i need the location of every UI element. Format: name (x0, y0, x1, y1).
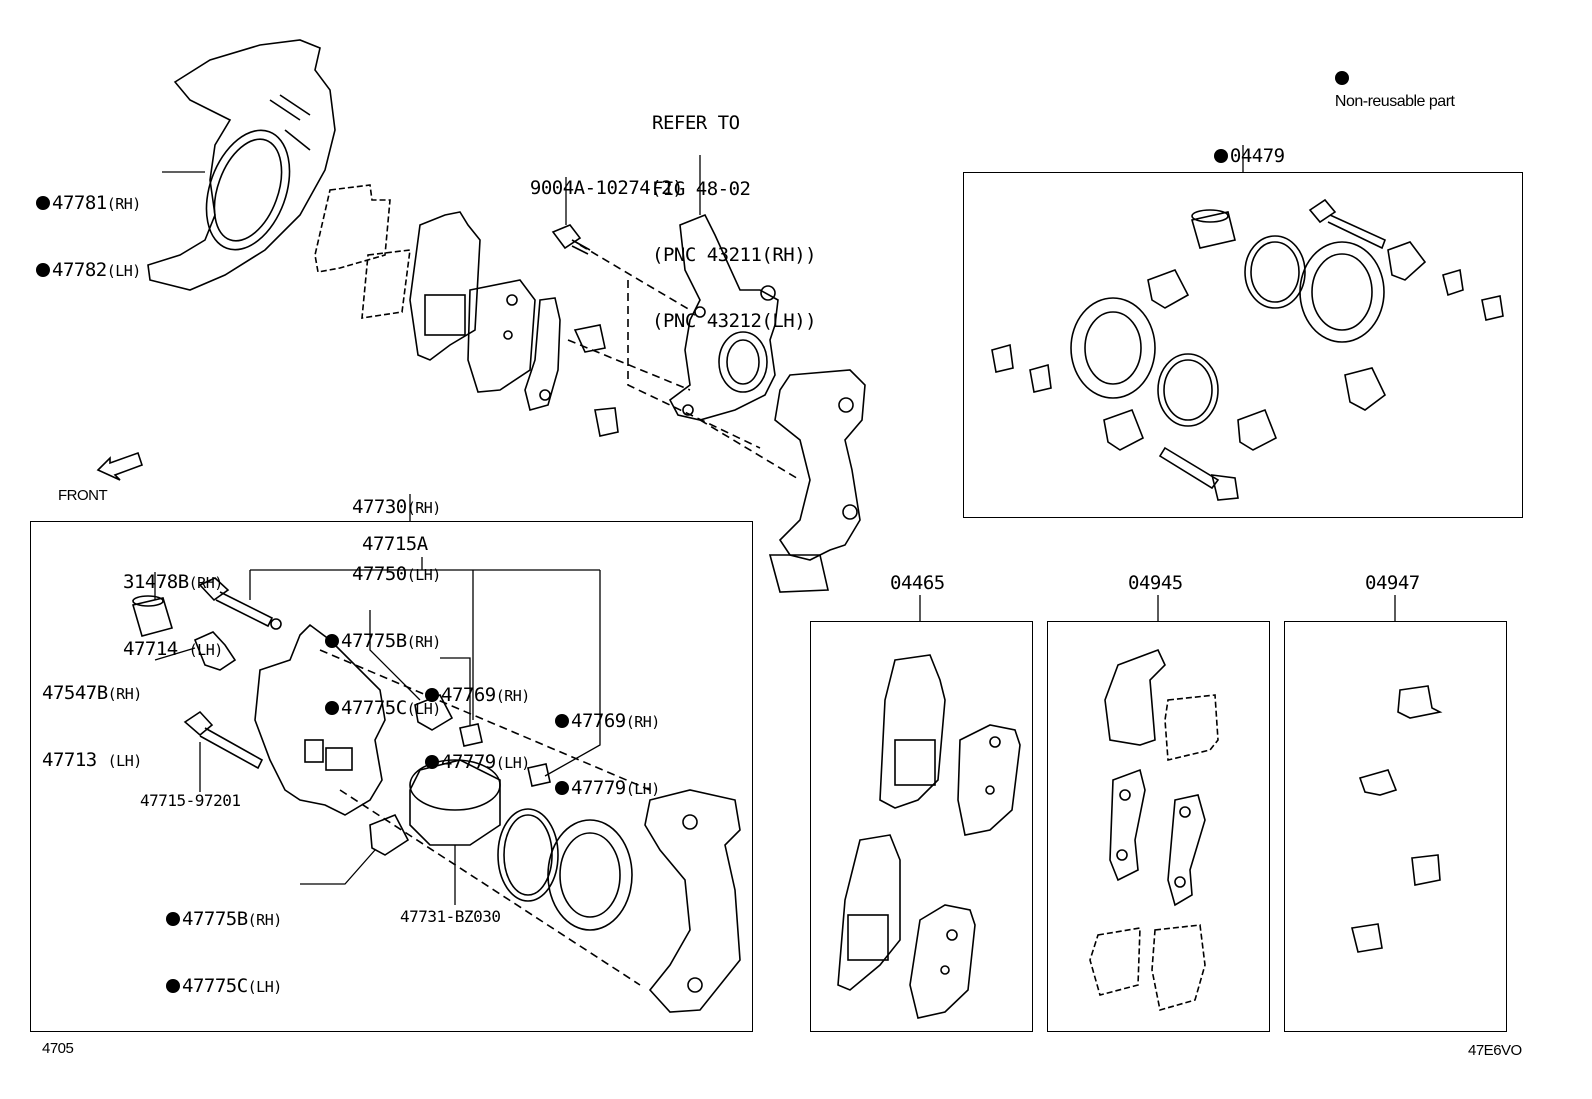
part-label-boot-b[interactable]: 47769(RH) 47779(LH) (425, 640, 530, 796)
side-tag: (RH) (406, 499, 442, 517)
non-reusable-dot-icon (166, 912, 180, 926)
part-number: 04479 (1229, 145, 1285, 167)
part-label-caliper-assembly[interactable]: 47730(RH) 47750(LH) (352, 452, 441, 608)
part-number: 47779 (441, 751, 496, 773)
part-number: 47750 (352, 563, 407, 585)
front-label: FRONT (58, 487, 108, 504)
kit-04479-box (963, 172, 1523, 518)
kit-04465-box (810, 621, 1033, 1032)
part-number: 9004A-10274 (529, 177, 651, 199)
bolt-drawing (551, 224, 691, 391)
part-number: 47782 (52, 259, 107, 281)
part-number: 47714 (123, 638, 178, 660)
refer-line-1: REFER TO (652, 112, 740, 134)
part-label-piston[interactable]: 47731-BZ030 (400, 907, 501, 926)
part-label-bleeder[interactable]: 47547B(RH) 47713 (LH) (42, 638, 142, 794)
side-tag: (LH) (247, 978, 283, 996)
non-reusable-dot-icon (36, 196, 50, 210)
part-label-boot-a[interactable]: 47775B(RH) 47775C(LH) (325, 586, 441, 742)
kit-04947-box (1284, 621, 1507, 1032)
side-tag: (LH) (406, 566, 442, 584)
side-tag: (LH) (106, 262, 142, 280)
refer-line-4: (PNC 43212(LH)) (652, 310, 817, 332)
side-tag: (LH) (495, 754, 531, 772)
part-number: 47547B (42, 682, 108, 704)
part-number: 47775B (182, 908, 248, 930)
part-number: 47769 (441, 684, 496, 706)
part-label-pin-bolt[interactable]: 47715-97201 (140, 791, 241, 810)
part-label-kit-04947[interactable]: 04947 (1365, 572, 1420, 594)
kit-04947-drawing (1351, 685, 1443, 953)
side-tag: (RH) (106, 195, 142, 213)
side-tag: (RH) (107, 685, 143, 703)
legend-text: Non-reusable part (1334, 93, 1455, 110)
side-tag: (RH) (495, 687, 531, 705)
part-label-47715a[interactable]: 47715A (362, 533, 428, 555)
caliper-body-drawing (131, 577, 741, 1013)
non-reusable-dot-icon (325, 634, 339, 648)
side-tag: (RH) (188, 574, 224, 592)
part-label-boot-c[interactable]: 47769(RH) 47779(LH) (555, 666, 660, 822)
side-tag: (LH) (625, 780, 661, 798)
part-number: 47775C (341, 697, 407, 719)
part-number: 47775B (341, 630, 407, 652)
part-label-shield[interactable]: 47781(RH) 47782(LH) (36, 148, 141, 304)
kit-04945-box (1047, 621, 1270, 1032)
non-reusable-dot-icon (425, 755, 439, 769)
part-label-bolt[interactable]: 9004A-10274(2) (508, 155, 684, 199)
refer-line-2: FIG 48-02 (652, 178, 751, 200)
front-arrow-drawing (96, 451, 144, 481)
caliper-bracket-drawing (699, 369, 866, 593)
kit-04945-drawing (1089, 648, 1219, 1012)
part-label-boot-d[interactable]: 47775B(RH) 47775C(LH) (166, 864, 282, 1020)
pad-and-shim-drawing (314, 184, 619, 437)
side-tag: (LH) (107, 752, 143, 770)
part-number: 47730 (352, 496, 407, 518)
part-number: 31478B (123, 571, 189, 593)
part-label-kit-04945[interactable]: 04945 (1128, 572, 1183, 594)
kit-04465-drawing (837, 654, 1021, 1019)
leader-lines (154, 145, 1396, 905)
side-tag: (RH) (406, 633, 442, 651)
side-tag: (RH) (247, 911, 283, 929)
kit-04479-drawing (991, 198, 1504, 501)
dust-shield-drawing (147, 39, 336, 291)
refer-note: REFER TO FIG 48-02 (PNC 43211(RH)) (PNC … (652, 68, 817, 354)
non-reusable-dot-icon (555, 714, 569, 728)
caliper-assembly-box (30, 521, 753, 1032)
quantity: (2) (650, 177, 684, 199)
side-tag: (RH) (625, 713, 661, 731)
non-reusable-dot-icon (36, 263, 50, 277)
non-reusable-dot-icon (325, 701, 339, 715)
diagram-code: 47E6VO (1468, 1042, 1522, 1059)
steering-knuckle-drawing (627, 213, 779, 449)
part-number: 47769 (571, 710, 626, 732)
side-tag: (LH) (188, 641, 224, 659)
part-label-kit-04465[interactable]: 04465 (890, 572, 945, 594)
legend: Non-reusable part (1327, 47, 1455, 113)
part-number: 47775C (182, 975, 248, 997)
non-reusable-dot-icon (555, 781, 569, 795)
part-label-kit-04479[interactable]: 04479 (1192, 123, 1285, 167)
part-number: 47779 (571, 777, 626, 799)
non-reusable-dot-icon (1334, 71, 1349, 85)
side-tag: (LH) (406, 700, 442, 718)
refer-line-3: (PNC 43211(RH)) (652, 244, 817, 266)
part-number: 47781 (52, 192, 107, 214)
non-reusable-dot-icon (1213, 149, 1228, 163)
figure-number: 4705 (42, 1040, 74, 1057)
non-reusable-dot-icon (166, 979, 180, 993)
non-reusable-dot-icon (425, 688, 439, 702)
part-number: 47713 (42, 749, 97, 771)
part-label-bushing[interactable]: 31478B(RH) 47714 (LH) (123, 527, 223, 683)
